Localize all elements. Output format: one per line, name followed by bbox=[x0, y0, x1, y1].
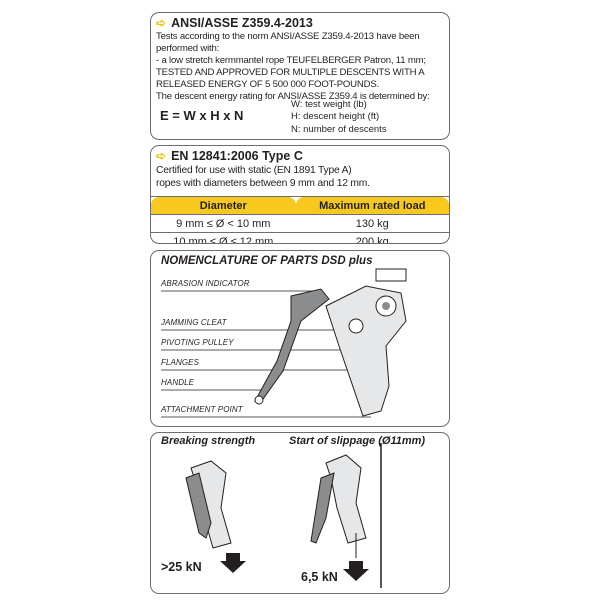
label-abrasion-indicator: ABRASION INDICATOR bbox=[161, 279, 250, 288]
ansi-text: The descent energy rating for ANSI/ASSE … bbox=[156, 91, 430, 102]
slippage-value: 6,5 kN bbox=[301, 570, 338, 584]
label-pivoting-pulley: PIVOTING PULLEY bbox=[161, 338, 234, 347]
legend-w: W: test weight (lb) bbox=[291, 99, 367, 110]
label-flanges: FLANGES bbox=[161, 358, 200, 367]
legend-h: H: descent height (ft) bbox=[291, 111, 380, 123]
header-diameter: Diameter bbox=[151, 196, 296, 215]
descender-diagram bbox=[161, 268, 407, 418]
nomenclature-title: NOMENCLATURE OF PARTS DSD plus bbox=[161, 255, 373, 267]
label-attachment-point: ATTACHMENT POINT bbox=[161, 405, 243, 414]
nomenclature-section: NOMENCLATURE OF PARTS DSD plus ABRASION … bbox=[150, 250, 450, 427]
breaking-strength-title: Breaking strength bbox=[161, 435, 256, 447]
arrow-icon: ➪ bbox=[156, 16, 167, 30]
en-text: ropes with diameters between 9 mm and 12… bbox=[156, 178, 370, 189]
en-section: ➪ EN 12841:2006 Type C Certified for use … bbox=[150, 145, 450, 244]
ansi-text: - a low stretch kermmantel rope TEUFELBE… bbox=[156, 55, 426, 66]
header-load: Maximum rated load bbox=[295, 196, 449, 215]
cell: 200 kg bbox=[295, 232, 449, 243]
ansi-section: ➪ ANSI/ASSE Z359.4-2013 Tests according t… bbox=[150, 12, 450, 140]
label-handle: HANDLE bbox=[161, 378, 195, 387]
slippage-title: Start of slippage (Ø11mm) bbox=[289, 435, 426, 447]
tests-section: Breaking strength Start of slippage (Ø11… bbox=[150, 432, 450, 594]
en-title: EN 12841:2006 Type C bbox=[171, 149, 303, 163]
arrow-icon: ➪ bbox=[156, 149, 167, 163]
formula: E = W x H x N bbox=[160, 108, 244, 123]
label-jamming-cleat: JAMMING CLEAT bbox=[161, 318, 227, 327]
ansi-text: Tests according to the norm ANSI/ASSE Z3… bbox=[156, 31, 420, 54]
down-arrow-icon bbox=[343, 561, 369, 581]
cell: 10 mm ≤ Ø ≤ 12 mm bbox=[151, 232, 296, 243]
en-text: Certified for use with static (EN 1891 T… bbox=[156, 165, 352, 176]
legend-n: N: number of descents bbox=[291, 123, 387, 135]
ansi-text: RELEASED ENERGY OF 5 500 000 FOOT-POUNDS… bbox=[156, 79, 380, 90]
ansi-text: TESTED AND APPROVED FOR MULTIPLE DESCENT… bbox=[156, 67, 425, 78]
ansi-title: ANSI/ASSE Z359.4-2013 bbox=[171, 16, 313, 30]
formula-legend: W: test weight (lb) H: descent height (f… bbox=[291, 99, 387, 136]
breaking-value: >25 kN bbox=[161, 560, 202, 574]
test-diagrams bbox=[185, 443, 382, 588]
cell: 9 mm ≤ Ø < 10 mm bbox=[151, 214, 296, 233]
down-arrow-icon bbox=[220, 553, 246, 573]
cell: 130 kg bbox=[295, 214, 449, 233]
